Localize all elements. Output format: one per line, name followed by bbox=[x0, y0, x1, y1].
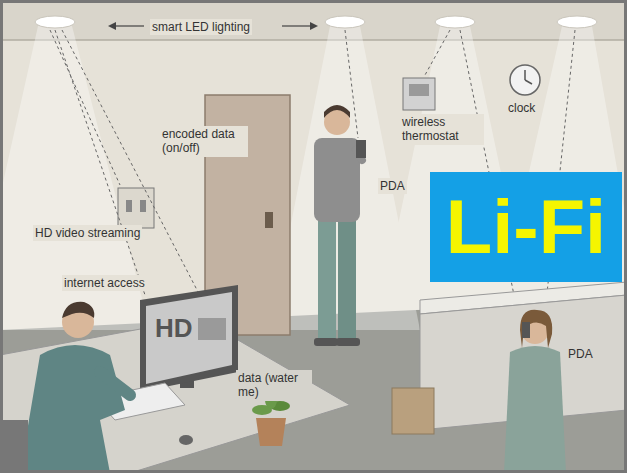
device-label: clock bbox=[506, 100, 537, 116]
mouse bbox=[179, 435, 193, 445]
device-label: PDA bbox=[566, 346, 595, 362]
door-handle bbox=[265, 212, 273, 228]
monitor-screen bbox=[146, 292, 232, 384]
title-label: smart LED lighting bbox=[150, 19, 252, 35]
note-label: internet access bbox=[62, 275, 147, 291]
switch-toggle bbox=[140, 200, 146, 212]
light-switch bbox=[118, 188, 154, 228]
thermostat-display bbox=[409, 84, 429, 96]
clock-hand bbox=[525, 80, 532, 84]
note-label: data (water me) bbox=[236, 370, 312, 401]
chair bbox=[0, 420, 28, 473]
sitting-person bbox=[0, 302, 130, 473]
monitor bbox=[140, 285, 238, 392]
device-label: wireless thermostat bbox=[400, 114, 484, 145]
ceiling-edge bbox=[0, 39, 627, 41]
pda-device bbox=[522, 322, 530, 338]
clock-face bbox=[510, 65, 540, 95]
note-label: encoded data (on/off) bbox=[160, 126, 248, 157]
banner-text: Li-Fi bbox=[446, 189, 606, 265]
clock-hand bbox=[524, 70, 526, 80]
switch-toggle bbox=[126, 200, 132, 212]
box bbox=[392, 388, 434, 434]
thermostat bbox=[403, 78, 435, 110]
screen-text: HD bbox=[153, 312, 195, 345]
note-label: HD video streaming bbox=[33, 225, 142, 241]
woman bbox=[504, 310, 566, 473]
device-label: PDA bbox=[378, 178, 407, 194]
ceiling bbox=[0, 0, 627, 40]
pda-device bbox=[356, 140, 366, 158]
light-cones bbox=[0, 26, 627, 330]
title-banner: Li-Fi bbox=[430, 172, 622, 282]
screen-window bbox=[198, 318, 226, 340]
standing-person bbox=[314, 105, 366, 346]
